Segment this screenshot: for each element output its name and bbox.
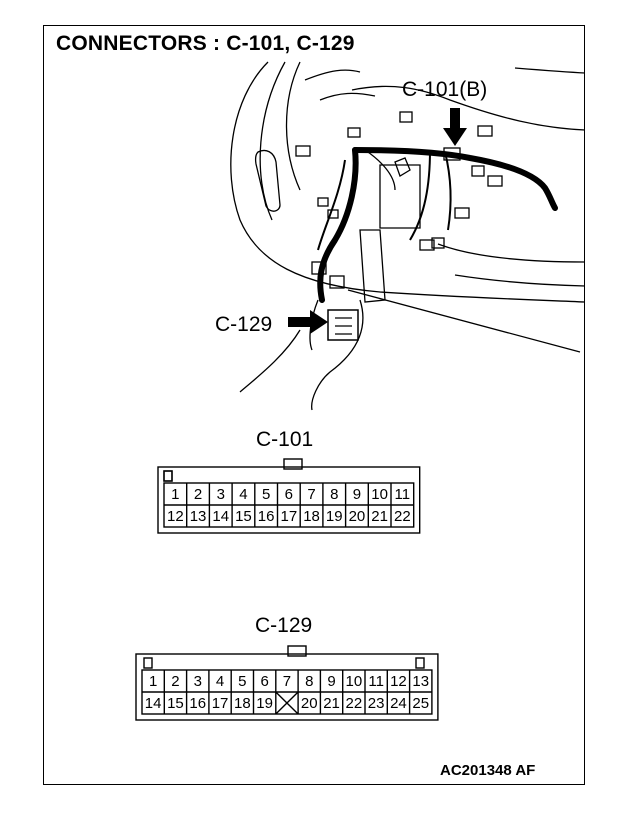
connector-housing [157,466,421,534]
pin-number: 11 [368,673,384,690]
pin-number: 11 [395,486,411,503]
pin-number: 8 [305,673,313,690]
connector-housing [135,653,439,721]
callout-c129: C-129 [215,313,273,336]
pin-number: 21 [323,695,340,712]
pin-number: 4 [216,673,224,690]
pin-number: 10 [346,673,363,690]
pin-number: 18 [234,695,251,712]
connector-c129-title: C-129 [255,614,313,637]
connector-guide [163,470,173,482]
pin-number: 17 [281,508,298,525]
pin-number: 15 [167,695,184,712]
pin-number: 22 [394,508,411,525]
pin-number: 5 [238,673,246,690]
pin-number: 2 [171,673,179,690]
connector-c101-title: C-101 [256,428,314,451]
pin-number: 16 [189,695,206,712]
connector-guide [163,470,173,482]
pin-number: 20 [349,508,366,525]
pin-number: 10 [371,486,388,503]
pin-number: 25 [412,695,429,712]
connector-guide [415,657,425,669]
pin-number: 7 [307,486,315,503]
pin-number: 18 [303,508,320,525]
connector-latch [283,458,303,470]
pin-number: 14 [145,695,162,712]
pin-number: 1 [149,673,157,690]
pin-number: 20 [301,695,318,712]
diagram-frame [43,25,585,785]
pin-number: 12 [167,508,184,525]
page-title: CONNECTORS : C-101, C-129 [56,32,355,55]
pin-number: 4 [239,486,247,503]
connector-guide [143,657,153,669]
callout-c101b: C-101(B) [402,78,488,101]
pin-number: 5 [262,486,270,503]
pin-number: 21 [371,508,388,525]
pin-number: 17 [212,695,229,712]
connector-latch [287,645,307,657]
pin-number: 6 [260,673,268,690]
pin-number: 19 [326,508,343,525]
pin-number: 14 [212,508,229,525]
pin-number: 12 [390,673,407,690]
pin-number: 19 [256,695,273,712]
pin-number: 13 [190,508,207,525]
blank-cavity-mark [275,691,299,715]
pin-number: 24 [390,695,407,712]
pin-number: 8 [330,486,338,503]
pin-number: 13 [412,673,429,690]
pin-number: 9 [327,673,335,690]
pin-number: 1 [171,486,179,503]
pin-number: 3 [217,486,225,503]
pin-number: 3 [194,673,202,690]
pin-number: 2 [194,486,202,503]
reference-code: AC201348 AF [440,762,536,779]
pin-number: 23 [368,695,385,712]
pin-number: 6 [285,486,293,503]
pin-number: 22 [346,695,363,712]
pin-number: 9 [353,486,361,503]
pin-number: 7 [283,673,291,690]
pin-number: 16 [258,508,275,525]
pin-number: 15 [235,508,252,525]
